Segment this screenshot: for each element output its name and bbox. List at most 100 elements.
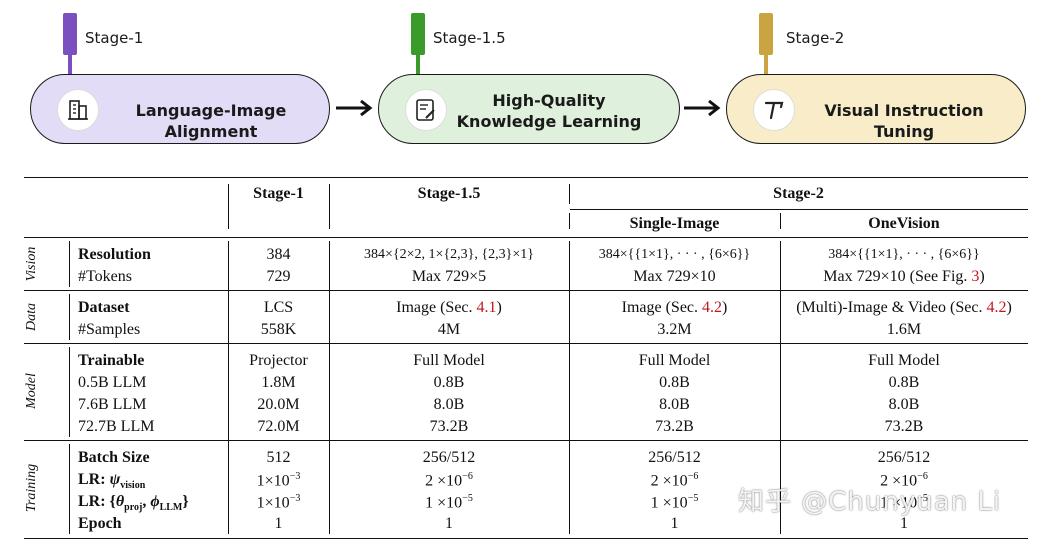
table-bottom-rule (24, 538, 1028, 539)
cell: 73.2B (429, 418, 469, 435)
cell: LCS (263, 299, 294, 316)
cell: 1 (274, 515, 283, 532)
label-text: LR: (78, 471, 110, 488)
cell: 73.2B (884, 418, 924, 435)
cell-text: 2 ×10 (425, 472, 463, 490)
col-rule (569, 213, 570, 229)
row-label-batch-size: Batch Size (78, 449, 150, 466)
section-rule (24, 343, 1028, 344)
watermark: 知乎 @Chunyuan Li (738, 487, 1002, 517)
cell: 1 ×10−5 (329, 493, 569, 512)
section-ref-link[interactable]: 4.2 (986, 299, 1007, 316)
stage1-title: Language-Image Alignment (135, 101, 287, 141)
cell: 2 ×10−6 (329, 471, 569, 490)
label-text: LR: { (78, 493, 116, 510)
stage2-label: Stage-2 (786, 29, 845, 47)
cell-text: ) (979, 268, 985, 285)
cell: (Multi)-Image & Video (Sec. 4.2) (780, 299, 1028, 317)
cell: 8.0B (659, 396, 690, 413)
cell: Projector (249, 352, 308, 369)
header-stage15: Stage-1.5 (417, 185, 481, 202)
cell: 256/512 (877, 449, 931, 466)
row-label-trainable: Trainable (78, 352, 145, 369)
cell-text: 1×10 (256, 472, 290, 490)
cell-exponent: −5 (687, 493, 699, 504)
label-text: } (182, 493, 189, 510)
row-label-resolution: Resolution (78, 246, 151, 263)
cell: 256/512 (422, 449, 476, 466)
cell: 3.2M (657, 321, 692, 338)
cell-text: 1 ×10 (650, 494, 688, 512)
stage2-flag-stick (764, 52, 768, 76)
stage15-title-line1: High-Quality (492, 91, 606, 110)
cell-text: (Multi)-Image & Video (Sec. (796, 299, 987, 316)
cell-exponent: −6 (917, 471, 928, 482)
cell: Full Model (638, 352, 711, 369)
cell: 1.8M (261, 374, 296, 391)
stage15-title-line2: Knowledge Learning (456, 112, 642, 131)
building-icon (57, 89, 99, 131)
row-label-llm: 0.5B LLM (78, 374, 147, 391)
cell: 4M (437, 321, 461, 338)
row-label-llm: 7.6B LLM (78, 396, 147, 413)
cell: 1 (900, 515, 908, 532)
section-label-model: Model (24, 373, 39, 409)
cell: 2 ×10−6 (569, 471, 780, 490)
cell: 8.0B (888, 396, 920, 413)
section-label-data: Data (24, 303, 39, 331)
figure-ref-link[interactable]: 3 (971, 268, 980, 285)
stage2-cmidrule (570, 209, 1028, 210)
section-divider (69, 444, 70, 534)
header-bottom-rule (24, 237, 1028, 238)
cell-text: 1 ×10 (880, 494, 918, 512)
cell: 73.2B (655, 418, 694, 435)
stage15-pill: High-Quality Knowledge Learning (378, 74, 680, 144)
stage15-flag (411, 13, 425, 55)
arrow-right-icon (684, 100, 721, 116)
col-rule (228, 184, 229, 229)
stage2-flag (759, 13, 773, 55)
cell: 0.8B (888, 374, 920, 391)
label-subscript: vision (120, 480, 146, 492)
text-tool-icon (753, 89, 795, 131)
stage1-flag (63, 13, 77, 55)
cell-exponent: −3 (289, 471, 301, 482)
cell-exponent: −5 (917, 493, 928, 504)
label-subscript: proj (124, 502, 143, 514)
cell-text: Image (Sec. (396, 299, 477, 316)
label-symbol: ϕ (150, 493, 160, 510)
cell-text: ) (1006, 299, 1012, 316)
cell: 384×{{1×1}, · · · , {6×6}} (828, 247, 980, 262)
cell-text: 2 ×10 (650, 472, 688, 490)
row-label-tokens: #Tokens (78, 268, 132, 285)
cell: 558K (260, 321, 297, 338)
cell: Full Model (413, 352, 485, 369)
cell: 384×{2×2, 1×{2,3}, {2,3}×1} (364, 247, 534, 262)
cell-text: 1 ×10 (425, 494, 463, 512)
arrow-right-icon (336, 100, 373, 116)
section-label-vision: Vision (24, 246, 39, 282)
cell: 1 ×10−5 (780, 493, 1028, 512)
cell-text: 2 ×10 (880, 472, 918, 490)
section-ref-link[interactable]: 4.1 (476, 299, 497, 316)
cell: 1 (445, 515, 453, 532)
row-label-epoch: Epoch (78, 515, 122, 532)
stage2-pill: Visual Instruction Tuning (726, 74, 1026, 144)
col-rule (329, 241, 330, 534)
table-top-rule (24, 177, 1028, 178)
cell: 0.8B (433, 374, 465, 391)
header-stage1: Stage-1 (253, 185, 304, 202)
row-label-lr-vision: LR: ψvision (78, 471, 145, 491)
section-ref-link[interactable]: 4.2 (702, 299, 723, 316)
row-label-samples: #Samples (78, 321, 141, 338)
cell: 1×10−3 (228, 471, 329, 490)
label-subscript: LLM (159, 502, 183, 514)
cell: 384 (266, 246, 291, 263)
cell: 384×{{1×1}, · · · , {6×6}} (598, 247, 751, 262)
header-stage2: Stage-2 (773, 185, 824, 202)
cell: 72.0M (257, 418, 300, 435)
cell-text: ) (496, 299, 502, 316)
cell: Image (Sec. 4.1) (329, 299, 569, 317)
col-rule (569, 241, 570, 534)
label-text: , (142, 493, 151, 510)
